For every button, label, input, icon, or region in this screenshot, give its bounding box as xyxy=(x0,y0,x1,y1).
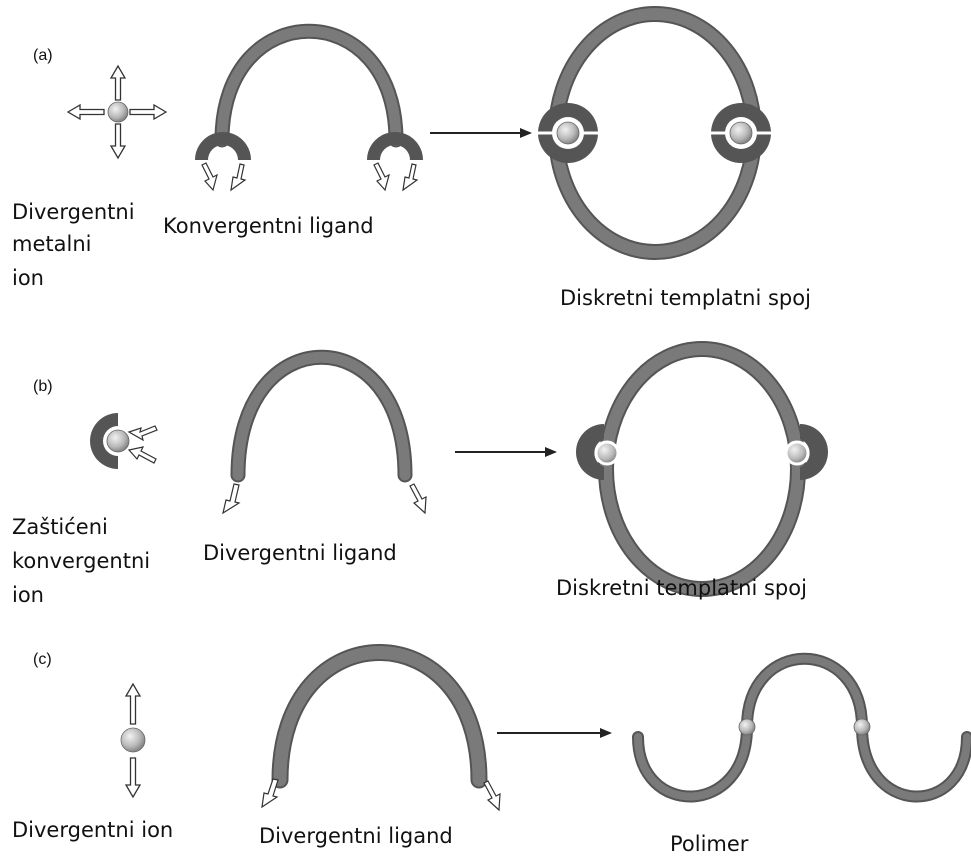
right-caption: Polimer xyxy=(670,832,749,856)
left-caption-line: Zaštićeni xyxy=(12,515,108,539)
binding-arrow-icon xyxy=(409,483,427,515)
middle-caption: Konvergentni ligand xyxy=(163,214,374,238)
arrow-right-icon xyxy=(129,103,168,121)
binding-arrow-icon xyxy=(261,778,279,809)
macrocycle-ring xyxy=(600,343,804,595)
protecting-cap-right xyxy=(800,424,828,480)
protecting-cap xyxy=(90,413,118,469)
binding-arrow-icon xyxy=(402,163,419,192)
panel-c-divergent-ion xyxy=(120,682,146,799)
panel-a-divergent-metal-ion xyxy=(66,64,168,160)
polymer-chain xyxy=(634,654,971,801)
left-caption-line: Divergentni ion xyxy=(12,818,174,842)
metal-ion-sphere xyxy=(107,101,129,123)
arrow-down-icon xyxy=(109,123,127,160)
right-caption: Diskretni templatni spoj xyxy=(556,576,807,600)
panel-c-divergent-ligand xyxy=(261,644,501,812)
panel-b-divergent-ligand xyxy=(222,349,427,515)
metal-ion-sphere xyxy=(594,440,620,466)
binding-arrow-icon xyxy=(373,162,390,192)
ligand-backbone xyxy=(216,25,402,146)
binding-cap-right xyxy=(367,132,423,160)
middle-caption: Divergentni ligand xyxy=(259,824,453,848)
metal-ion-sphere xyxy=(853,718,871,736)
left-caption-line: ion xyxy=(12,266,44,290)
metal-ion-sphere xyxy=(784,440,810,466)
ligand-backbone xyxy=(273,646,486,787)
binding-arrow-icon xyxy=(222,483,241,515)
binding-arrow-icon xyxy=(483,780,501,812)
left-caption-line: Divergentni xyxy=(12,200,135,224)
metal-ion-sphere xyxy=(738,718,756,736)
binding-arrow-icon xyxy=(127,425,158,442)
left-caption-line: metalni xyxy=(12,232,92,256)
ligand-backbone-outline xyxy=(230,349,413,483)
ligand-backbone xyxy=(232,351,411,481)
metal-ion-sphere xyxy=(729,121,753,145)
arrow-left-icon xyxy=(66,103,105,121)
arrow-up-icon xyxy=(124,682,142,725)
ligand-backbone-outline xyxy=(214,23,404,148)
binding-arrow-icon xyxy=(127,446,157,464)
binding-cap-left xyxy=(195,132,251,160)
arrow-up-icon xyxy=(109,64,127,101)
ligand-backbone-outline xyxy=(271,644,488,789)
panel-c-polymer xyxy=(632,652,971,803)
polymer-chain-outline xyxy=(632,652,971,803)
panel-b-discrete-template-compound xyxy=(576,341,828,597)
panel-label-a: (a) xyxy=(33,47,53,64)
metal-ion-sphere xyxy=(106,429,130,453)
metal-ion-sphere xyxy=(556,121,580,145)
right-caption: Diskretni templatni spoj xyxy=(560,286,811,310)
left-caption-line: konvergentni xyxy=(12,549,151,573)
arrow-down-icon xyxy=(124,757,142,799)
binding-arrow-icon xyxy=(230,163,247,192)
panel-label-b: (b) xyxy=(33,378,53,395)
left-caption-line: ion xyxy=(12,583,44,607)
panel-a-discrete-template-compound xyxy=(538,6,771,260)
panel-b-protected-convergent-ion xyxy=(90,413,158,469)
metal-ion-sphere xyxy=(120,727,146,753)
middle-caption: Divergentni ligand xyxy=(203,541,397,565)
protecting-cap-left xyxy=(576,424,604,480)
panel-label-c: (c) xyxy=(33,651,52,668)
binding-arrow-icon xyxy=(201,162,218,192)
panel-a-convergent-ligand xyxy=(195,23,423,192)
